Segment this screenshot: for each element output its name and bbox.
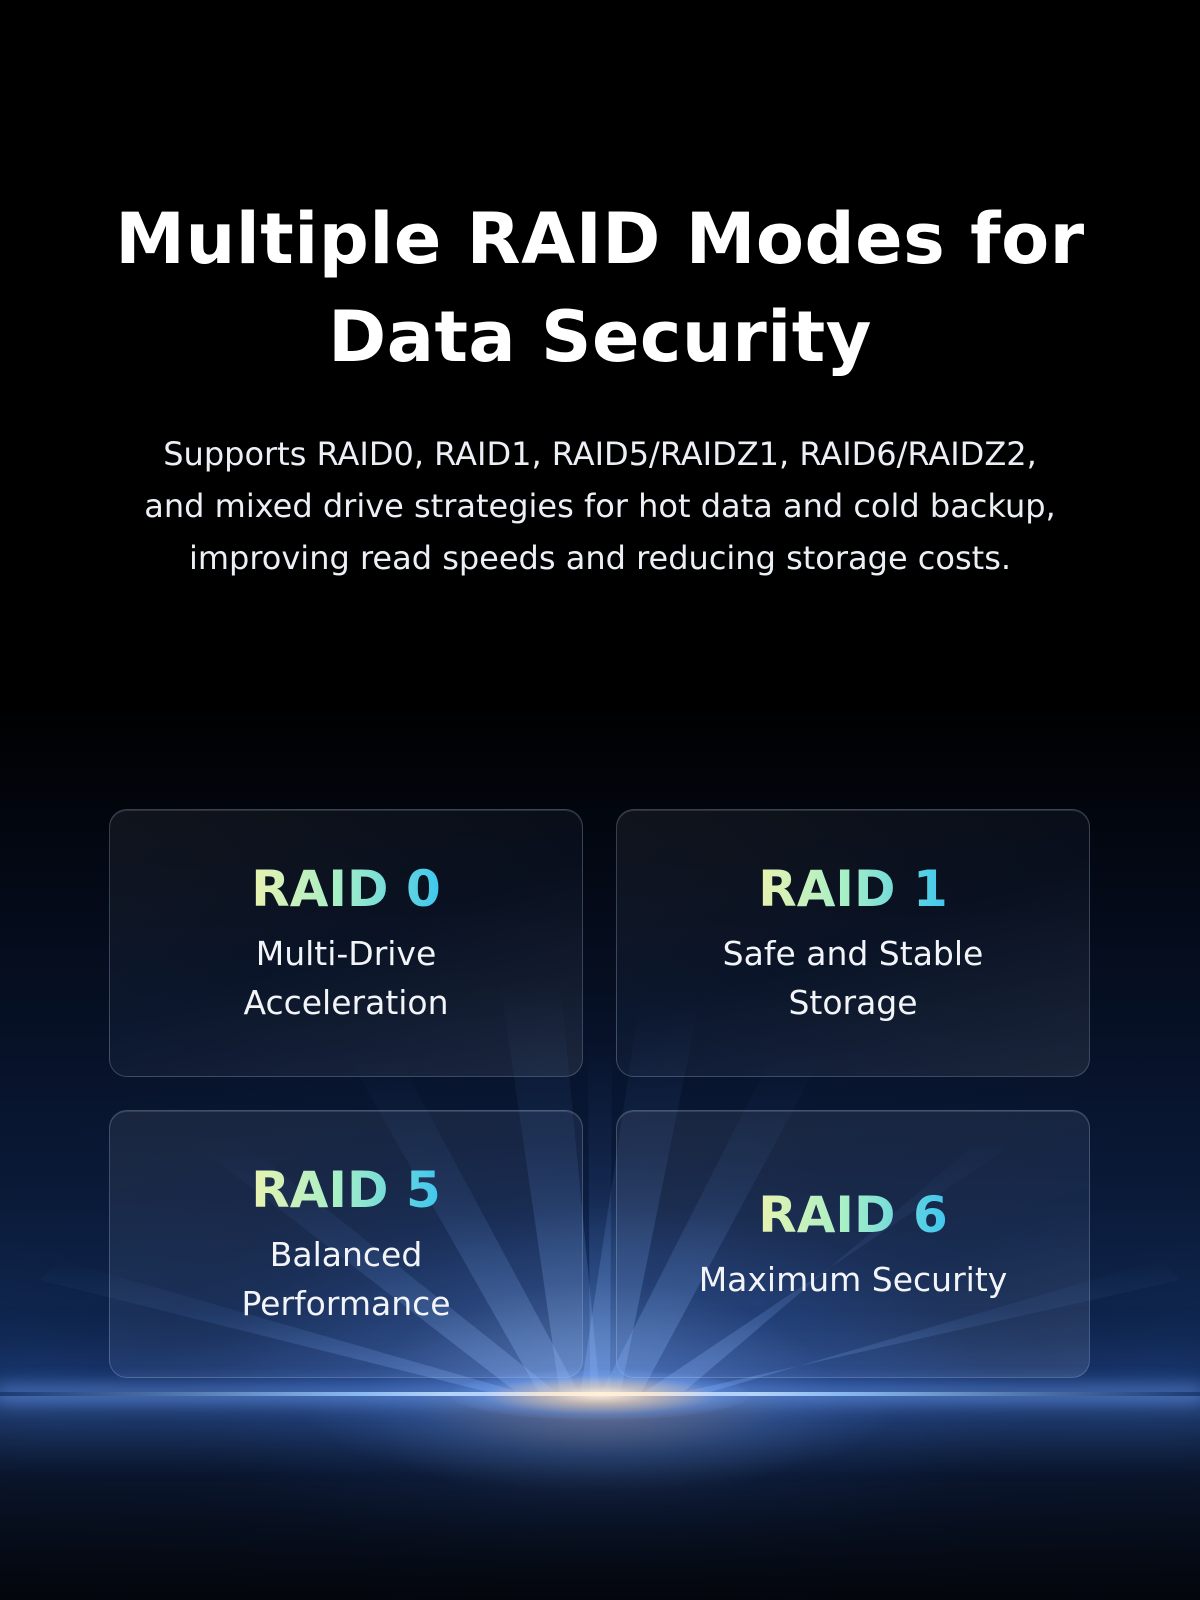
raid-5-card: RAID 5 Balanced Performance: [109, 1110, 583, 1378]
horizon-light-flare: [450, 1370, 750, 1420]
raid-6-title: RAID 6: [758, 1185, 948, 1244]
raid-1-desc-line-2: Storage: [788, 983, 918, 1022]
raid-1-card: RAID 1 Safe and Stable Storage: [616, 809, 1090, 1077]
subtitle-line-3: improving read speeds and reducing stora…: [188, 539, 1012, 577]
raid-6-description: Maximum Security: [643, 1255, 1063, 1304]
raid-6-desc-line-1: Maximum Security: [698, 1259, 1008, 1299]
raid-0-desc-line-1: Multi-Drive: [255, 934, 437, 973]
raid-5-description: Balanced Performance: [136, 1230, 556, 1328]
title-line-2: Data Security: [328, 296, 872, 378]
page-title: Multiple RAID Modes for Data Security: [100, 190, 1100, 386]
raid-1-description: Safe and Stable Storage: [643, 929, 1063, 1027]
raid-1-desc-line-1: Safe and Stable: [722, 934, 984, 973]
subtitle-line-1: Supports RAID0, RAID1, RAID5/RAIDZ1, RAI…: [163, 435, 1037, 473]
title-line-1: Multiple RAID Modes for: [115, 198, 1085, 280]
raid-5-desc-line-2: Performance: [241, 1284, 451, 1323]
raid-0-description: Multi-Drive Acceleration: [136, 929, 556, 1027]
raid-0-card: RAID 0 Multi-Drive Acceleration: [109, 809, 583, 1077]
raid-1-title: RAID 1: [758, 860, 948, 918]
page-subtitle: Supports RAID0, RAID1, RAID5/RAIDZ1, RAI…: [90, 428, 1110, 584]
reflective-floor: [0, 1396, 1200, 1600]
raid-5-desc-line-1: Balanced: [269, 1235, 423, 1274]
subtitle-line-2: and mixed drive strategies for hot data …: [144, 487, 1056, 525]
raid-5-title: RAID 5: [251, 1161, 441, 1219]
raid-0-desc-line-2: Acceleration: [243, 983, 449, 1022]
raid-6-card: RAID 6 Maximum Security: [616, 1110, 1090, 1378]
raid-0-title: RAID 0: [251, 860, 441, 918]
